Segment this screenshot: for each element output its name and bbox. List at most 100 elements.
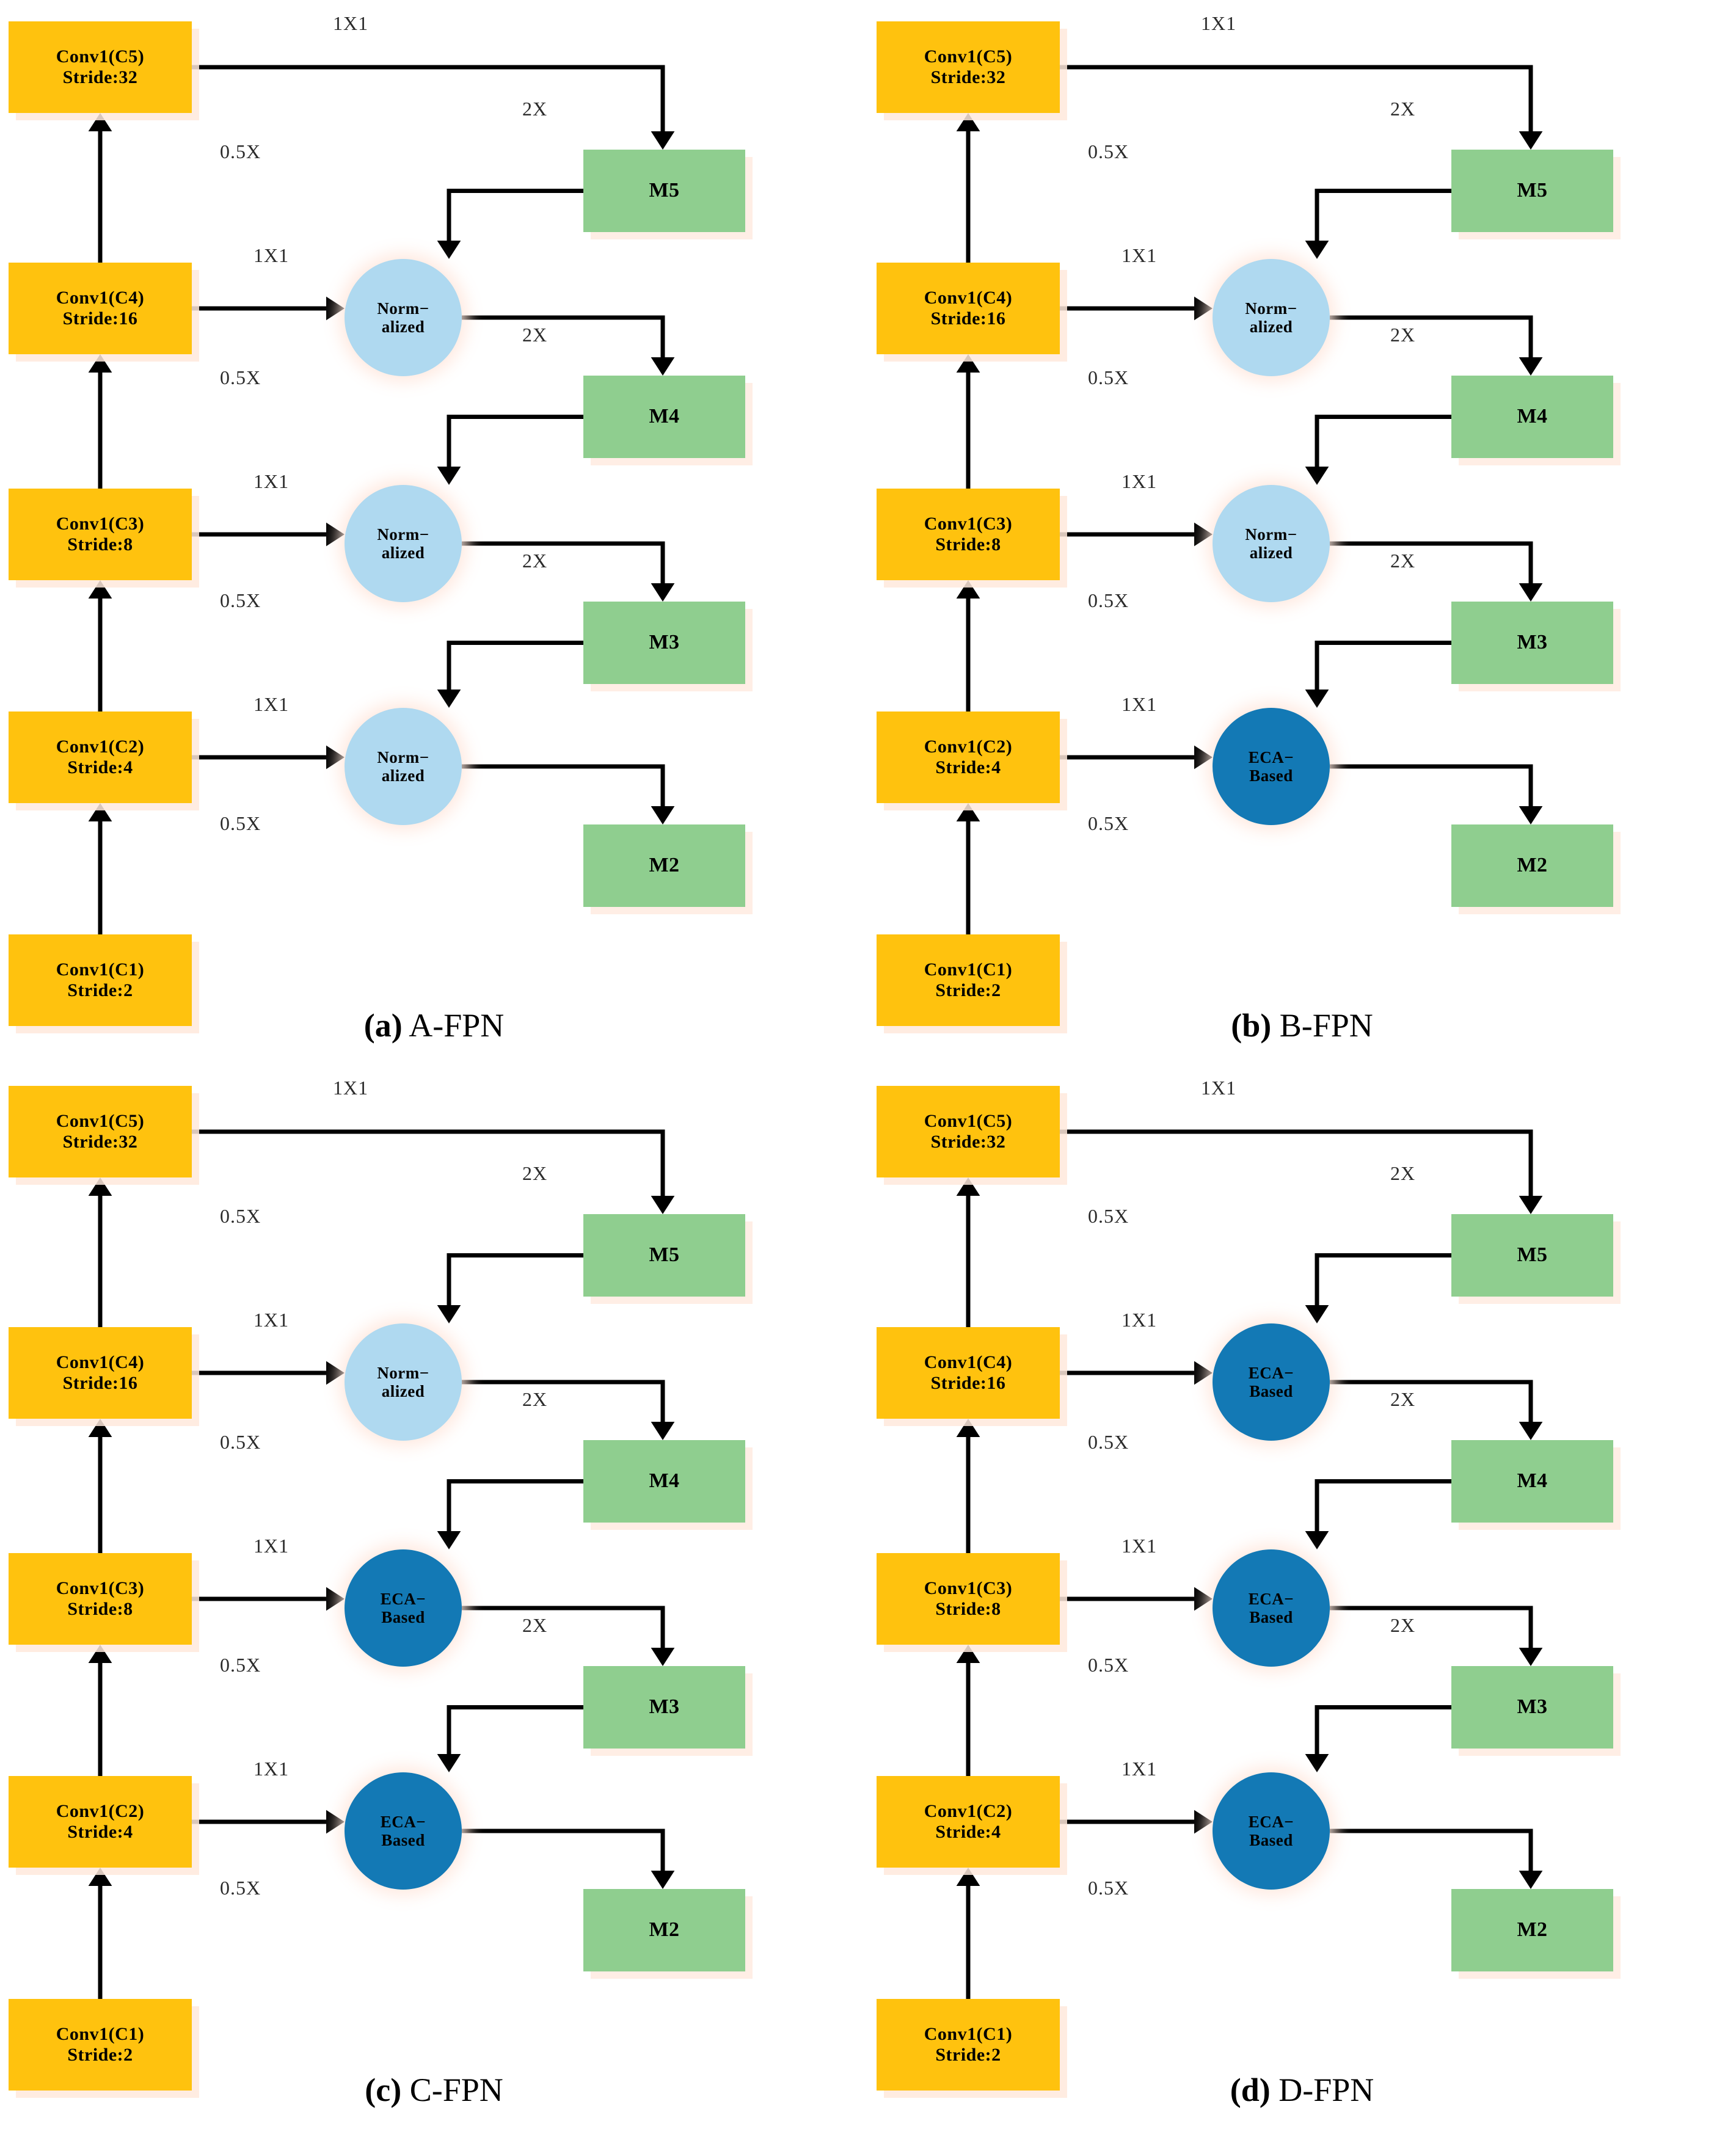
panel-c-caption: (c) C-FPN (0, 2071, 868, 2109)
output-node-m4-label: M4 (1517, 405, 1548, 428)
m-to-module-arrow-0 (1305, 1305, 1329, 1323)
conv-node-4-name: Conv1(C4) (924, 288, 1013, 308)
backbone-arrow-0 (956, 113, 980, 131)
output-node-m3-label: M3 (649, 631, 680, 654)
output-node-m3-label: M3 (649, 1695, 680, 1719)
c5-to-m5-arrow (651, 1196, 675, 1214)
panel-c-caption-tag: (c) (365, 2072, 402, 2108)
conv-node-2-stride: Stride:4 (67, 757, 133, 777)
module-node-0-line2: alized (381, 1382, 425, 1400)
conv-to-module-arrow-0 (326, 296, 345, 321)
module-to-m-arrow-0 (1519, 357, 1543, 376)
m-to-module-arrow-1 (437, 1531, 461, 1549)
panel-c-wires (88, 1129, 675, 1999)
edge-label-05x-3: 0.5X (1088, 812, 1129, 834)
module-to-m-line-2 (462, 764, 665, 806)
m-to-module-line-2 (447, 1705, 583, 1754)
output-node-m4-label: M4 (649, 1469, 680, 1493)
conv-node-1: Conv1(C1)Stride:2 (877, 934, 1060, 1026)
panel-b-caption-tag: (b) (1231, 1007, 1272, 1044)
module-node-1-line1: Norm− (1245, 525, 1297, 544)
module-to-m-arrow-2 (1519, 1871, 1543, 1889)
conv-node-5-stride: Stride:32 (930, 1132, 1006, 1152)
panel-b-caption: (b) B-FPN (868, 1006, 1736, 1044)
module-node-0-line2: alized (381, 318, 425, 336)
module-node-1-line2: alized (381, 544, 425, 562)
m-to-module-arrow-2 (1305, 690, 1329, 708)
output-node-m4-label: M4 (1517, 1469, 1548, 1493)
module-node-0-line2: alized (1249, 318, 1293, 336)
m-to-module-arrow-0 (1305, 241, 1329, 259)
output-node-m4-label: M4 (649, 405, 680, 428)
edge-label-1x1-top: 1X1 (1201, 1077, 1237, 1099)
conv-node-4: Conv1(C4)Stride:16 (9, 263, 192, 354)
edge-label-05x-3: 0.5X (1088, 1877, 1129, 1899)
output-node-m5-label: M5 (649, 179, 680, 202)
m-to-module-line-1 (447, 415, 583, 467)
panel-a-caption: (a) A-FPN (0, 1006, 868, 1044)
conv-node-5-name: Conv1(C5) (56, 1111, 145, 1132)
backbone-arrow-0 (88, 1177, 112, 1196)
backbone-arrow-0 (88, 113, 112, 131)
edge-label-05x-2: 0.5X (220, 589, 261, 611)
conv-to-module-arrow-0 (326, 1361, 345, 1385)
output-node-m5-label: M5 (649, 1243, 680, 1267)
output-node-m4: M4 (1451, 1440, 1613, 1523)
conv-node-5-stride: Stride:32 (930, 67, 1006, 87)
edge-label-1x1-top: 1X1 (333, 1077, 369, 1099)
panel-c-caption-text: C-FPN (401, 2072, 503, 2108)
c5-to-m5-arrow (651, 131, 675, 150)
output-node-m2: M2 (583, 824, 745, 907)
output-node-m2-label: M2 (649, 1918, 680, 1942)
backbone-arrow-3 (88, 803, 112, 821)
edge-label-1x1-row-2: 1X1 (253, 1758, 290, 1780)
edge-label-2x-1: 2X (522, 324, 548, 346)
module-node-2-line2: Based (1249, 1831, 1293, 1849)
backbone-arrow-2 (956, 1645, 980, 1663)
m-to-module-line-2 (1315, 641, 1451, 690)
conv-node-5-stride: Stride:32 (62, 1132, 138, 1152)
backbone-arrow-3 (956, 803, 980, 821)
backbone-arrow-3 (956, 1868, 980, 1886)
edge-label-2x-1: 2X (1390, 1388, 1416, 1410)
edge-label-2x-2: 2X (1390, 550, 1416, 572)
module-node-eca-2: ECA−Based (345, 1772, 462, 1890)
output-node-m2-label: M2 (1517, 854, 1548, 877)
edge-label-05x-2: 0.5X (220, 1654, 261, 1676)
module-node-normalized-1: Norm−alized (345, 485, 462, 602)
panel-b-wires (956, 65, 1543, 934)
edge-label-05x-1: 0.5X (1088, 366, 1129, 388)
edge-label-05x-0: 0.5X (220, 140, 261, 162)
conv-node-3: Conv1(C3)Stride:8 (9, 1553, 192, 1645)
m-to-module-arrow-2 (437, 690, 461, 708)
output-node-m2: M2 (583, 1889, 745, 1971)
conv-node-4-name: Conv1(C4) (56, 1352, 145, 1373)
m-to-module-line-1 (447, 1479, 583, 1531)
c5-to-m5-arrow (1519, 1196, 1543, 1214)
conv-node-1-name: Conv1(C1) (56, 2024, 145, 2045)
conv-node-3: Conv1(C3)Stride:8 (877, 1553, 1060, 1645)
output-node-m5: M5 (1451, 1214, 1613, 1297)
output-node-m4: M4 (583, 376, 745, 458)
m-to-module-line-0 (447, 1253, 583, 1305)
module-node-1-line1: Norm− (377, 525, 429, 544)
edge-label-05x-1: 0.5X (1088, 1431, 1129, 1453)
module-node-0-line1: Norm− (377, 299, 429, 318)
panel-d-caption: (d) D-FPN (868, 2071, 1736, 2109)
module-to-m-line-2 (1330, 1829, 1533, 1871)
m-to-module-arrow-0 (437, 1305, 461, 1323)
edge-label-05x-1: 0.5X (220, 366, 261, 388)
conv-node-3-stride: Stride:8 (935, 534, 1001, 555)
edge-label-2x-2: 2X (1390, 1614, 1416, 1636)
module-node-normalized-0: Norm−alized (1213, 259, 1330, 376)
edge-label-1x1-row-1: 1X1 (1121, 470, 1158, 492)
output-node-m5-label: M5 (1517, 1243, 1548, 1267)
conv-node-1: Conv1(C1)Stride:2 (9, 1999, 192, 2091)
panel-d-caption-text: D-FPN (1270, 2072, 1374, 2108)
conv-node-1-name: Conv1(C1) (56, 959, 145, 980)
edge-label-2x-2: 2X (522, 550, 548, 572)
module-node-1-line1: ECA− (1248, 1589, 1294, 1608)
module-node-eca-0: ECA−Based (1213, 1323, 1330, 1441)
